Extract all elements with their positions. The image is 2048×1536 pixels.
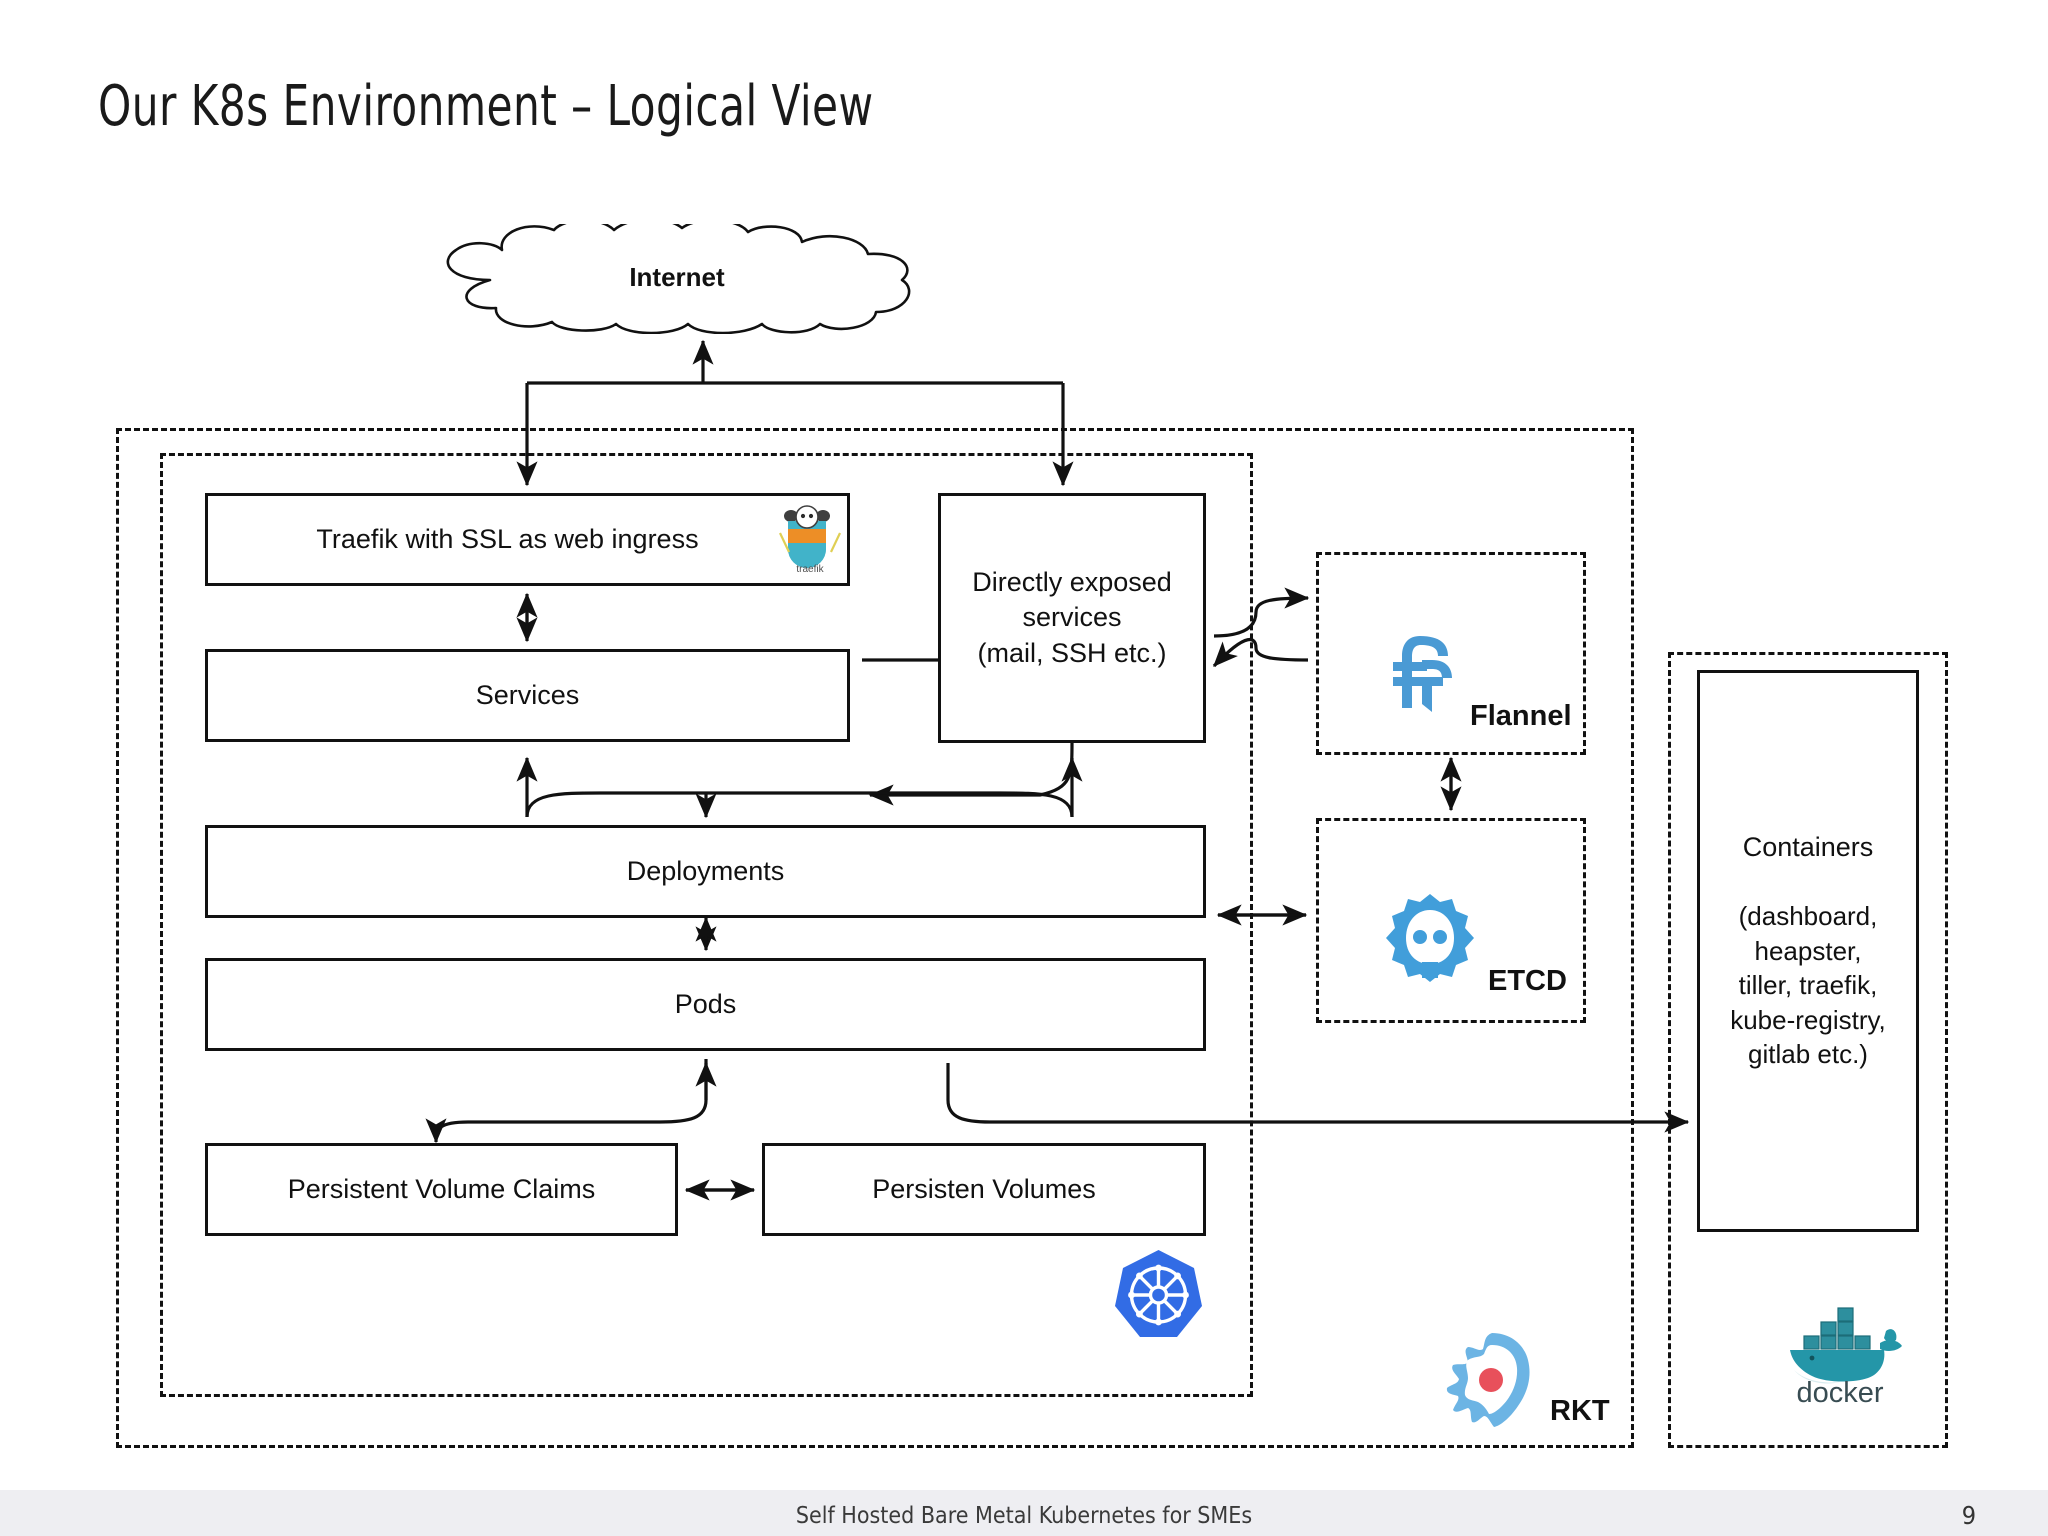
docker-wordmark: docker <box>1796 1377 1883 1408</box>
region-etcd <box>1316 818 1586 1023</box>
traefik-logo-icon: traefik <box>775 505 845 577</box>
logical-architecture-diagram: Internet Traefik with SSL as web ingress… <box>116 217 1948 1448</box>
box-pv-label: Persisten Volumes <box>872 1173 1096 1204</box>
internet-cloud: Internet <box>432 217 922 335</box>
box-traefik-label: Traefik with SSL as web ingress <box>316 523 699 554</box>
box-directly-exposed-services[interactable]: Directly exposed services (mail, SSH etc… <box>938 493 1206 743</box>
rkt-label: RKT <box>1550 1395 1610 1427</box>
kubernetes-logo-icon <box>1111 1248 1206 1343</box>
box-containers-title: Containers <box>1742 832 1874 862</box>
box-persistent-volumes[interactable]: Persisten Volumes <box>762 1143 1206 1236</box>
region-host-boundary <box>116 428 1634 1448</box>
flannel-label: Flannel <box>1470 700 1572 732</box>
docker-logo-icon: docker <box>1768 1298 1918 1409</box>
region-kubernetes-cluster <box>160 453 1253 1397</box>
cloud-label: Internet <box>629 262 725 292</box>
box-services[interactable]: Services <box>205 649 850 742</box>
box-pods[interactable]: Pods <box>205 958 1206 1051</box>
box-traefik-ingress[interactable]: Traefik with SSL as web ingress <box>205 493 850 586</box>
page-title: Our K8s Environment – Logical View <box>98 74 874 139</box>
region-docker <box>1668 652 1948 1448</box>
box-pvc-label: Persistent Volume Claims <box>287 1173 596 1204</box>
traefik-wordmark: traefik <box>796 564 824 575</box>
box-persistent-volume-claims[interactable]: Persistent Volume Claims <box>205 1143 678 1236</box>
box-pods-label: Pods <box>674 988 737 1019</box>
rkt-logo-icon <box>1444 1330 1544 1430</box>
box-deployments-label: Deployments <box>626 855 785 886</box>
box-containers-list: (dashboard, heapster, tiller, traefik, k… <box>1730 901 1886 1070</box>
box-containers[interactable]: Containers (dashboard, heapster, tiller,… <box>1697 670 1919 1232</box>
region-flannel <box>1316 552 1586 755</box>
box-exposed-label: Directly exposed services (mail, SSH etc… <box>972 567 1172 668</box>
page-number: 9 <box>1961 1501 1976 1530</box>
footer-bar <box>0 1490 2048 1536</box>
flannel-logo-icon <box>1390 630 1462 716</box>
footer-text: Self Hosted Bare Metal Kubernetes for SM… <box>795 1503 1253 1529</box>
box-deployments[interactable]: Deployments <box>205 825 1206 918</box>
etcd-label: ETCD <box>1488 965 1567 997</box>
etcd-logo-icon <box>1382 890 1478 986</box>
box-services-label: Services <box>475 679 580 710</box>
